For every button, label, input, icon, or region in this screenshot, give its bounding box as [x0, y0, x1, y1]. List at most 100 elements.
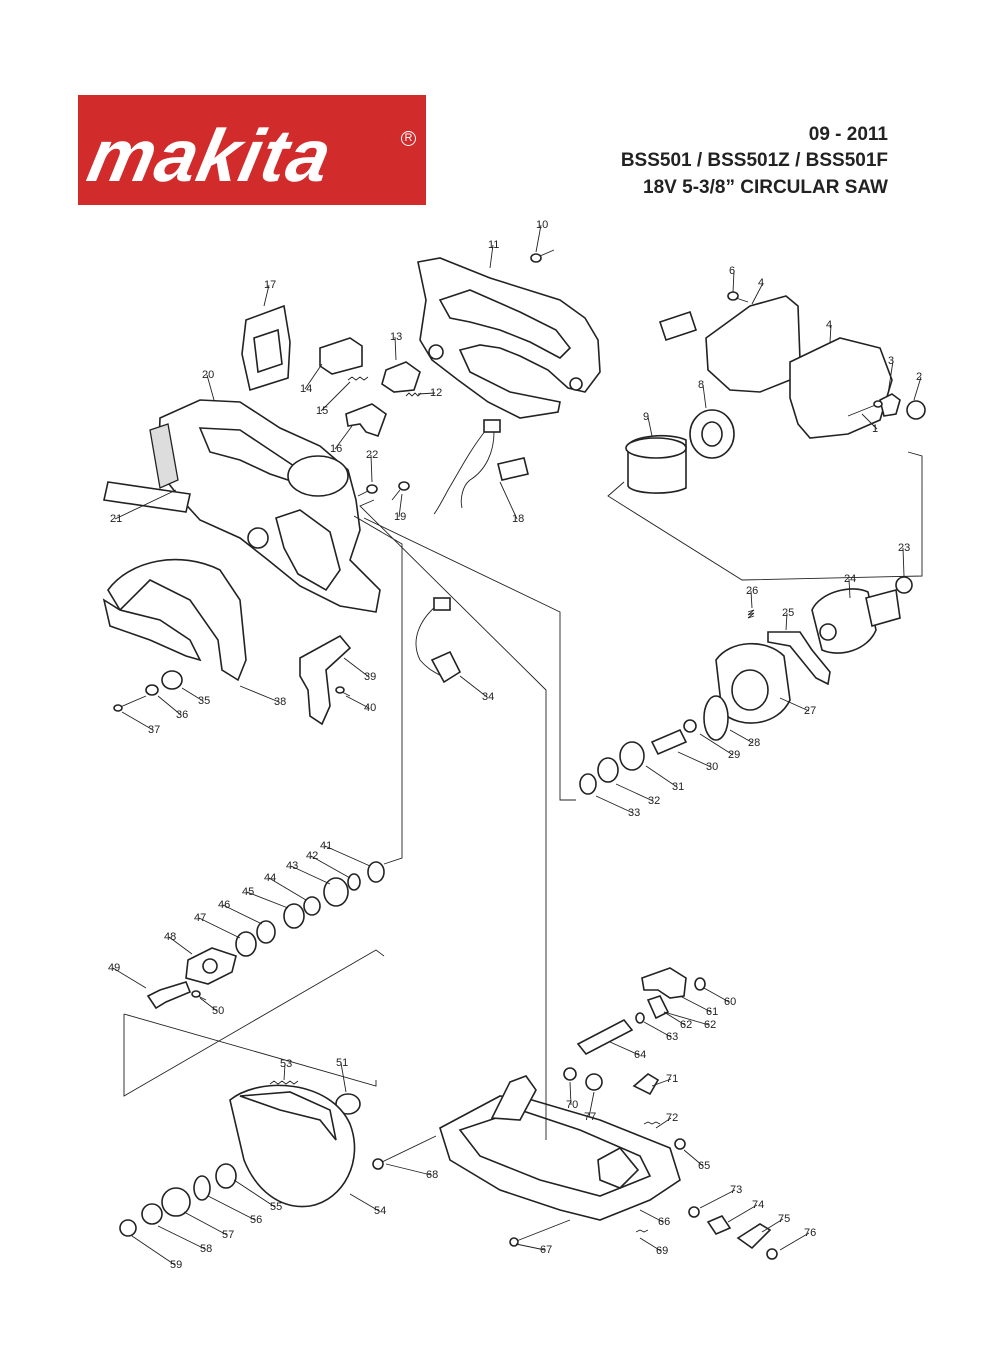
part-number-label: 34 — [482, 691, 494, 703]
leader-line — [683, 1149, 704, 1167]
part-callout-48: 48 — [164, 931, 193, 955]
leader-line — [398, 493, 403, 518]
part-number-label: 4 — [758, 277, 764, 289]
part-number-label: 62 — [680, 1019, 692, 1031]
part-callout-29: 29 — [699, 733, 740, 761]
part-number-label: 65 — [698, 1160, 710, 1172]
part-callout-22: 22 — [366, 449, 378, 483]
makita-logo: makita R — [78, 95, 426, 205]
part-callout-6: 6 — [729, 265, 735, 293]
product-name: 18V 5-3/8” CIRCULAR SAW — [643, 177, 888, 198]
leader-line — [779, 1232, 810, 1251]
leader-line — [651, 1078, 672, 1087]
leader-line — [340, 1062, 347, 1093]
leader-line — [861, 413, 878, 430]
leader-line — [283, 1063, 286, 1081]
leader-line — [727, 1204, 758, 1223]
leader-line — [848, 578, 851, 599]
part-number-label: 23 — [898, 542, 910, 554]
leader-line — [114, 489, 177, 520]
part-number-label: 44 — [264, 872, 276, 884]
part-callout-25: 25 — [782, 607, 794, 631]
part-callout-26: 26 — [746, 585, 758, 609]
part-number-label: 19 — [394, 511, 406, 523]
part-callout-38: 38 — [239, 685, 286, 708]
part-68-bolt — [372, 1135, 437, 1170]
part-6-screw — [727, 291, 749, 303]
part-callout-18: 18 — [499, 481, 524, 525]
part-number-label: 39 — [364, 671, 376, 683]
part-number-label: 54 — [374, 1205, 386, 1217]
part-number-label: 59 — [170, 1259, 182, 1271]
leader-line — [732, 270, 735, 293]
part-number-label: 36 — [176, 709, 188, 721]
leader-line — [595, 795, 634, 814]
leader-line — [761, 1218, 784, 1233]
part-number-label: 61 — [706, 1006, 718, 1018]
leader-line — [320, 381, 351, 412]
part-number-label: 62 — [704, 1019, 716, 1031]
part-number-label: 67 — [540, 1244, 552, 1256]
leader-line — [263, 284, 270, 307]
leader-line — [588, 1091, 595, 1118]
part-callout-11: 11 — [488, 239, 499, 269]
part-callout-15: 15 — [316, 381, 351, 417]
leader-line — [699, 733, 734, 756]
part-callout-42: 42 — [306, 850, 351, 879]
part-number-label: 26 — [746, 585, 758, 597]
part-number-label: 37 — [148, 724, 160, 736]
part-callout-2: 2 — [913, 371, 922, 401]
part-37-bolt — [113, 695, 147, 712]
leader-line — [345, 695, 370, 709]
part-callout-50: 50 — [199, 997, 224, 1017]
part-callout-65: 65 — [683, 1149, 710, 1172]
part-40-screw — [335, 686, 351, 697]
leader-line — [609, 1041, 640, 1056]
part-callout-43: 43 — [286, 860, 331, 885]
part-1-screw — [847, 400, 883, 417]
part-number-label: 58 — [200, 1243, 212, 1255]
part-callout-58: 58 — [157, 1225, 212, 1255]
part-number-label: 10 — [536, 219, 548, 231]
part-callout-12: 12 — [417, 387, 442, 399]
part-callout-27: 27 — [779, 697, 816, 717]
part-number-label: 17 — [264, 279, 276, 291]
part-number-label: 20 — [202, 369, 214, 381]
part-number-label: 9 — [643, 411, 649, 423]
part-callout-4: 4 — [751, 277, 764, 305]
leader-line — [729, 729, 754, 744]
part-callout-36: 36 — [157, 695, 188, 721]
part-number-label: 30 — [706, 761, 718, 773]
part-callout-66: 66 — [639, 1209, 670, 1228]
part-number-label: 14 — [300, 383, 312, 395]
leader-line — [645, 765, 678, 788]
part-callout-67: 67 — [515, 1243, 552, 1256]
part-number-label: 15 — [316, 405, 328, 417]
leader-line — [206, 374, 215, 401]
leader-line — [703, 987, 730, 1003]
part-callout-70: 70 — [566, 1081, 578, 1111]
part-number-label: 27 — [804, 705, 816, 717]
part-callout-3: 3 — [887, 355, 894, 395]
part-number-label: 63 — [666, 1031, 678, 1043]
leader-line — [239, 685, 280, 703]
part-callout-47: 47 — [194, 912, 241, 939]
leader-line — [417, 392, 436, 395]
part-number-label: 35 — [198, 695, 210, 707]
part-callout-64: 64 — [609, 1041, 646, 1061]
part-callout-51: 51 — [336, 1057, 348, 1093]
part-22-screw — [357, 484, 378, 497]
part-callout-44: 44 — [264, 872, 307, 901]
part-callout-73: 73 — [699, 1184, 742, 1209]
part-number-labels: 1234468910111213141516171819202122232425… — [108, 219, 922, 1271]
part-callout-72: 72 — [655, 1112, 678, 1129]
leader-line — [349, 1193, 380, 1212]
part-number-label: 74 — [752, 1199, 764, 1211]
part-callout-17: 17 — [263, 279, 276, 307]
part-number-label: 66 — [658, 1216, 670, 1228]
part-callout-56: 56 — [207, 1195, 262, 1226]
leader-line — [324, 845, 371, 867]
part-number-label: 31 — [672, 781, 684, 793]
part-number-label: 12 — [430, 387, 442, 399]
part-callout-8: 8 — [698, 379, 707, 409]
